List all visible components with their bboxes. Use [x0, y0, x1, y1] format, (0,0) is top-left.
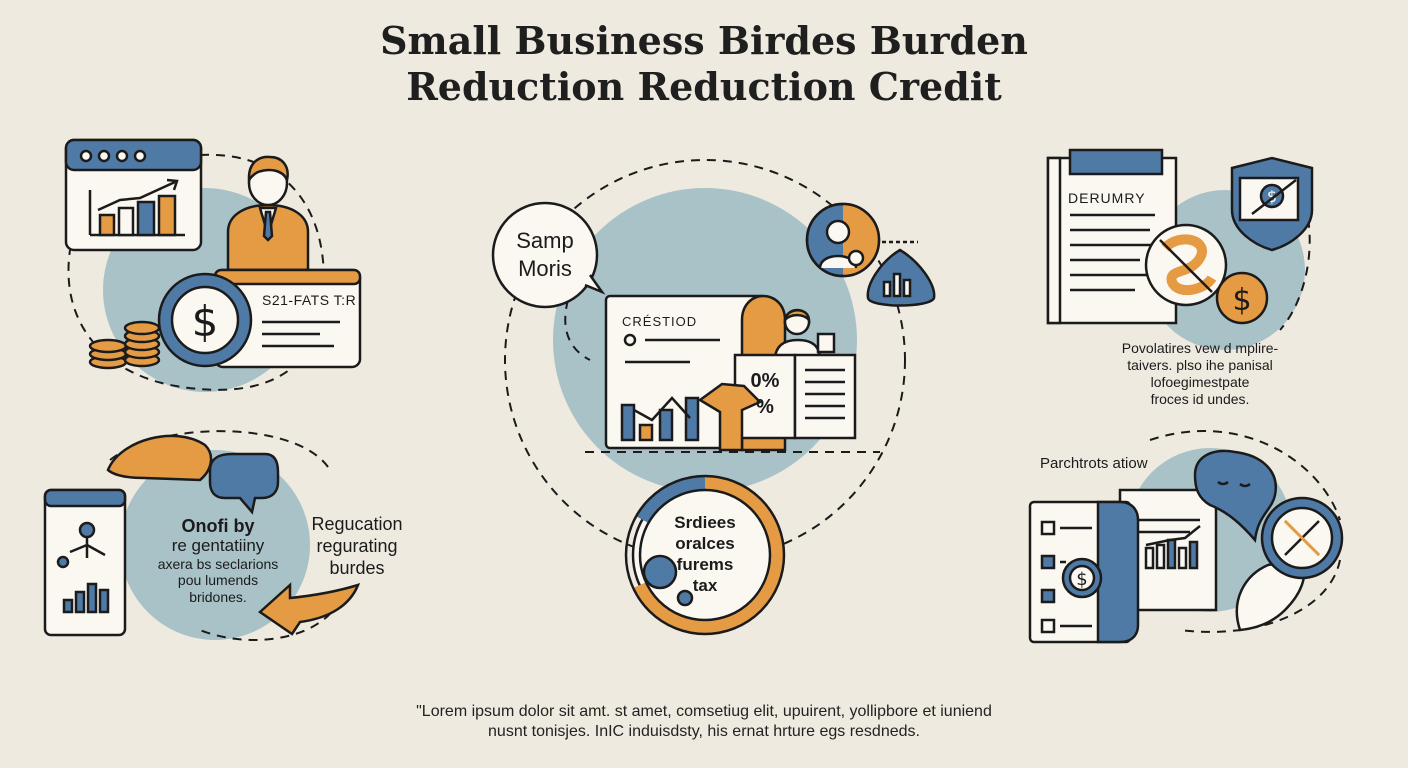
center-dashed-ring	[504, 159, 906, 561]
title-line-2: Reduction Reduction Credit	[406, 64, 1002, 109]
desc-line-3: lofoegimestpate	[1150, 374, 1250, 390]
bottom-left-side-text: Regucation regurating burdes	[298, 513, 416, 579]
top-left-group: $	[64, 138, 362, 392]
tools-icon	[1260, 496, 1344, 580]
footer-line-2: nusnt tonisjes. InIC induisdsty, his ern…	[488, 723, 920, 740]
desc-line-2: taivers. plso ihe panisal	[1127, 357, 1273, 373]
title-line-1: Small Business Birdes Burden	[380, 18, 1028, 63]
top-right-group: $ $	[1046, 148, 1314, 350]
svg-text:$: $	[1232, 283, 1251, 318]
desc-line-1: Povolatires vew d mplire-	[1121, 340, 1279, 356]
footer-text: "Lorem ipsum dolor sit amt. st amet, com…	[300, 702, 1108, 742]
bl-line-1: Onofi by	[181, 516, 255, 536]
ring-line-2: oralces	[675, 534, 735, 553]
bubble-connector	[564, 299, 591, 361]
bl-line-5: bridones.	[189, 589, 247, 605]
svg-text:$: $	[1267, 187, 1277, 206]
bubble-line-2: Moris	[518, 256, 572, 281]
top-left-dashed-path	[67, 153, 325, 391]
credit-doc-label: CRÉSTIOD	[622, 314, 698, 329]
report-doc-title: DERUMRY	[1068, 190, 1146, 206]
percent-label: 0% %	[740, 368, 790, 420]
shield-icon: $	[1230, 156, 1314, 252]
bubble-text: Samp Moris	[494, 227, 596, 283]
bl-line-3: axera bs seclarions	[157, 556, 279, 572]
up-arrow-icon	[697, 382, 763, 452]
bottom-right-heading: Parchtrots atiow	[1040, 455, 1148, 472]
checklist-document-icon: $	[1028, 500, 1140, 644]
page-title: Small Business Birdes Burden Reduction R…	[0, 18, 1408, 110]
bottom-right-group: $	[1028, 430, 1344, 644]
bl-line-4: pou lumends	[177, 572, 259, 588]
footer-line-1: "Lorem ipsum dolor sit amt. st amet, com…	[416, 703, 992, 720]
id-card	[213, 268, 362, 369]
side-line-2: regurating	[316, 536, 398, 556]
speech-bubble	[491, 201, 606, 309]
side-line-3: burdes	[329, 558, 385, 578]
open-book-icon	[733, 353, 857, 440]
svg-text:$: $	[1076, 569, 1087, 590]
no-dollar-icon	[1144, 223, 1228, 307]
svg-text:$: $	[192, 297, 219, 346]
coin-stack-icon	[88, 320, 161, 370]
percent-line-1: 0%	[750, 370, 780, 392]
blue-speech-icon	[1193, 449, 1278, 543]
percent-line-2: %	[756, 396, 774, 418]
tax-ring	[624, 474, 786, 636]
ring-text: Srdiees oralces furems tax	[640, 512, 770, 596]
person-icon	[226, 155, 310, 272]
bubble-line-1: Samp	[516, 228, 574, 253]
ring-line-3: furems	[676, 555, 734, 574]
bottom-left-text: Onofi by re gentatiiny axera bs seclario…	[138, 516, 298, 606]
bottom-right-dashed-bottom	[1179, 559, 1341, 633]
orange-speech-bubble	[106, 434, 213, 482]
top-right-description: Povolatires vew d mplire- taivers. plso …	[1090, 340, 1310, 408]
dollar-coin-icon: $	[157, 272, 253, 368]
bottom-left-dashed-top	[109, 430, 331, 471]
mobile-phone-icon	[43, 488, 127, 637]
bottom-left-dashed-bottom	[199, 599, 341, 641]
ring-line-1: Srdiees	[674, 513, 736, 532]
center-group	[491, 159, 936, 636]
orange-arrow-icon	[257, 582, 361, 636]
blue-speech-bubble	[208, 452, 280, 515]
top-left-card-label: S21-FATS T:R	[262, 292, 357, 308]
bl-line-2: re gentatiiny	[171, 536, 265, 555]
desc-line-4: froces id undes.	[1150, 391, 1250, 407]
dollar-coin-small-icon: $	[1215, 271, 1269, 325]
bar-chart-icon	[88, 178, 185, 237]
side-line-1: Regucation	[311, 514, 403, 534]
bottom-left-group	[43, 430, 361, 641]
money-bag-icon	[866, 240, 936, 307]
avatar-circle-icon	[805, 202, 881, 278]
bottom-right-dashed-top	[1149, 430, 1341, 521]
ring-line-4: tax	[692, 576, 718, 595]
